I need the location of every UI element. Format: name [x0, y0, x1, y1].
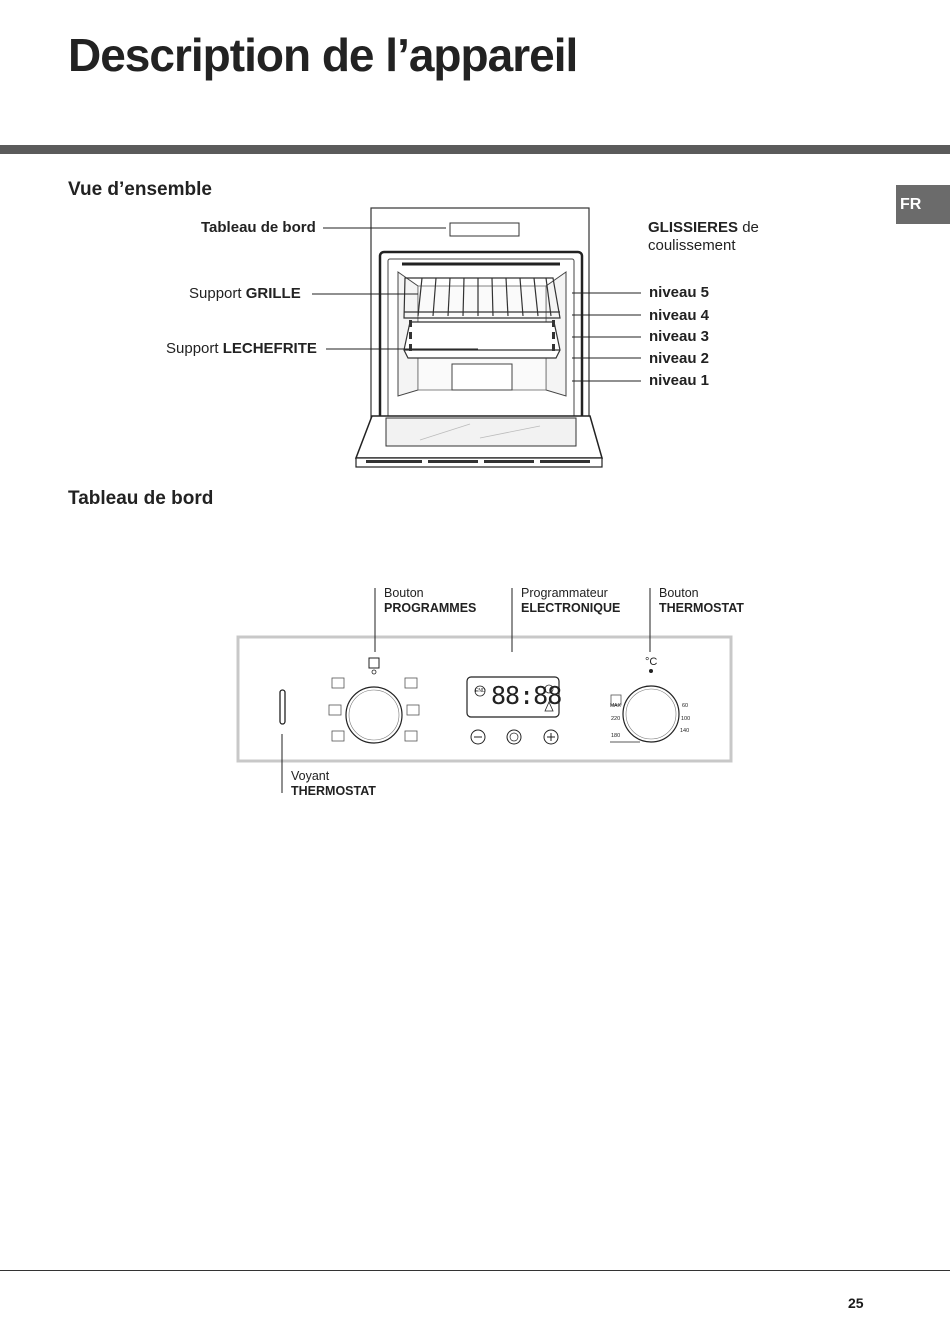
thermo-mark-60: 60 [682, 703, 689, 709]
label-level-1: niveau 1 [649, 372, 710, 389]
oven-display-window [449, 222, 520, 237]
grill-rack [403, 277, 561, 319]
celsius-icon: °C [645, 656, 658, 668]
label-level-3: niveau 3 [649, 328, 710, 345]
label-level-2: niveau 2 [649, 350, 710, 367]
programmer-display [466, 676, 560, 718]
language-badge: FR [896, 185, 950, 224]
oven-door [354, 415, 603, 468]
page-title: Description de l’appareil [68, 29, 578, 81]
overview-heading: Vue d’ensemble [68, 179, 212, 200]
thermostat-knob [622, 685, 680, 743]
control-panel-heading: Tableau de bord [68, 488, 214, 509]
page-number: 25 [848, 1295, 864, 1311]
thermo-mark-max: MAX [610, 703, 621, 709]
label-support-lechefrite: Support LECHEFRITE [166, 340, 317, 357]
thermo-mark-100: 100 [681, 716, 691, 722]
header-rule [0, 145, 950, 154]
thermo-mark-180: 180 [611, 733, 621, 739]
programmes-knob [345, 686, 403, 744]
label-tableau-de-bord: Tableau de bord [201, 219, 316, 236]
display-digits: 88:88 [491, 681, 562, 710]
footer-rule [0, 1270, 950, 1271]
thermo-mark-140: 140 [680, 728, 690, 734]
control-panel-illustration [236, 588, 733, 793]
display-end-indicator: END [475, 688, 486, 694]
label-support-grille: Support GRILLE [189, 285, 301, 302]
label-level-4: niveau 4 [649, 307, 710, 324]
drip-tray [403, 321, 561, 359]
thermo-mark-220: 220 [611, 716, 621, 722]
clock-button [506, 729, 522, 745]
label-level-5: niveau 5 [649, 284, 710, 301]
voyant-light [279, 689, 286, 725]
